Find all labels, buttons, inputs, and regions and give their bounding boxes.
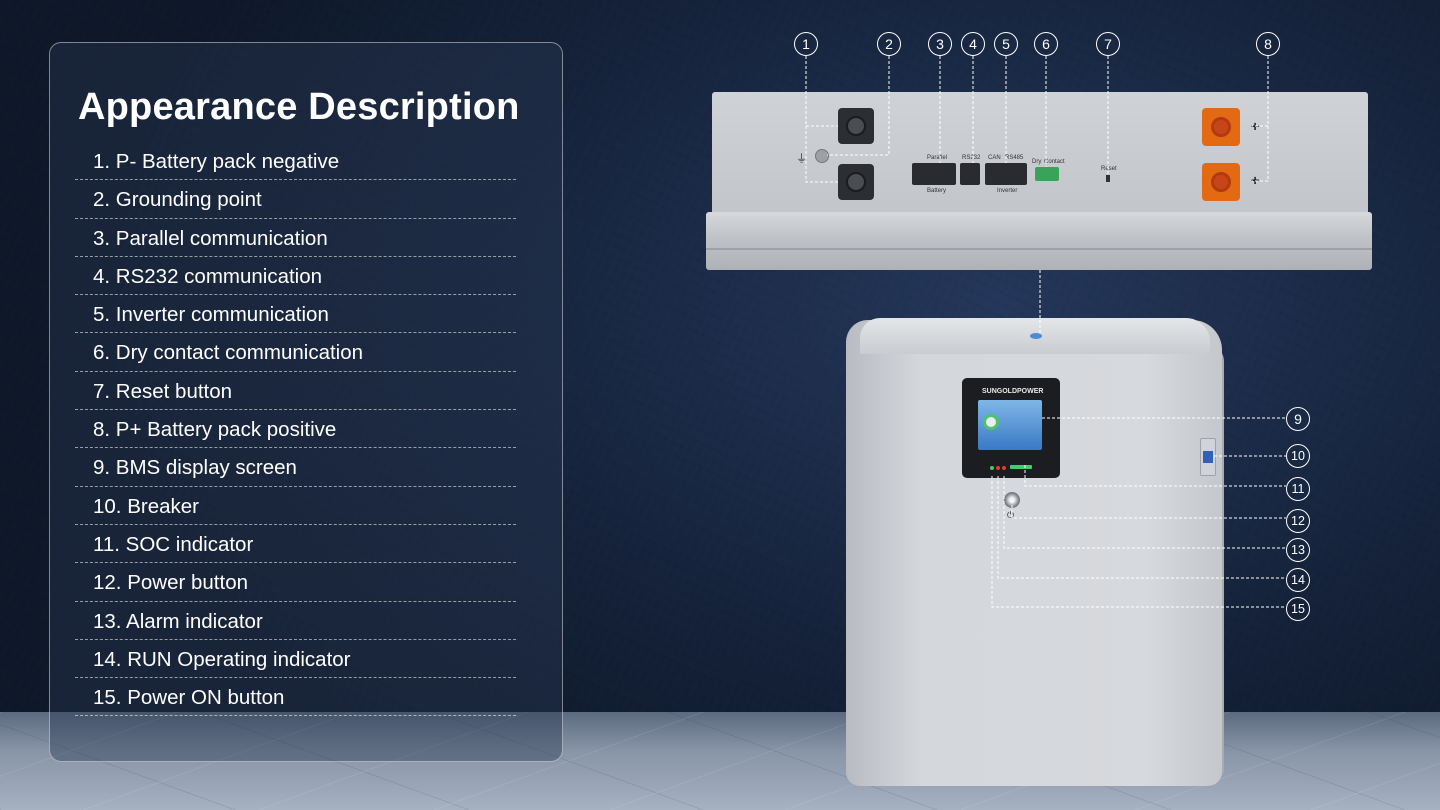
- soc-gauge-icon: [983, 414, 999, 430]
- alarm-led: [1002, 466, 1006, 470]
- power-icon: ⏻: [1007, 510, 1015, 520]
- description-list: 1. P- Battery pack negative 2. Grounding…: [75, 142, 516, 717]
- list-item: 8. P+ Battery pack positive: [75, 410, 516, 449]
- list-item: 5. Inverter communication: [75, 295, 516, 334]
- list-item: 13. Alarm indicator: [75, 602, 516, 640]
- list-item: 1. P- Battery pack negative: [75, 142, 516, 181]
- callout-8: 8: [1256, 32, 1280, 56]
- top-indicator-dot: [1030, 333, 1042, 339]
- rs232-port: [960, 163, 980, 185]
- list-item: 3. Parallel communication: [75, 219, 516, 257]
- list-item: 15. Power ON button: [75, 678, 516, 717]
- parallel-port: [912, 163, 956, 185]
- callout-10: 10: [1286, 444, 1310, 468]
- callout-1: 1: [794, 32, 818, 56]
- list-item: 9. BMS display screen: [75, 448, 516, 487]
- rail-divider: [706, 248, 1372, 250]
- dry-label: Dry: [1032, 159, 1042, 165]
- callout-6: 6: [1034, 32, 1058, 56]
- alarm-led: [996, 466, 1000, 470]
- callout-15: 15: [1286, 597, 1310, 621]
- battery-label: Battery: [927, 188, 947, 194]
- callout-4: 4: [961, 32, 985, 56]
- callout-5: 5: [994, 32, 1018, 56]
- positive-terminal: [1202, 108, 1240, 146]
- list-item: 6. Dry contact communication: [75, 333, 516, 372]
- breaker-switch[interactable]: [1200, 438, 1216, 476]
- inverter-port: [985, 163, 1027, 185]
- battery-bottom-rail: [706, 212, 1372, 270]
- ground-icon: ⏚: [796, 153, 807, 165]
- dry-contact-port: [1035, 167, 1059, 181]
- grounding-screw: [815, 149, 829, 163]
- list-item: 14. RUN Operating indicator: [75, 640, 516, 679]
- callout-3: 3: [928, 32, 952, 56]
- negative-terminal: [838, 164, 874, 200]
- callout-11: 11: [1286, 477, 1310, 501]
- negative-terminal: [838, 108, 874, 144]
- list-item: 7. Reset button: [75, 372, 516, 411]
- can-label: CAN: [988, 155, 1001, 161]
- callout-12: 12: [1286, 509, 1310, 533]
- list-item: 2. Grounding point: [75, 180, 516, 219]
- brand-logo: SUNGOLDPOWER: [982, 388, 1044, 395]
- callout-2: 2: [877, 32, 901, 56]
- reset-button[interactable]: [1106, 175, 1110, 182]
- callout-13: 13: [1286, 538, 1310, 562]
- contact-label: Contact: [1044, 159, 1065, 165]
- rs232-label: RS232: [962, 155, 981, 161]
- plus-sign: +: [1251, 172, 1260, 188]
- run-led: [990, 466, 994, 470]
- inverter-label: Inverter: [997, 188, 1018, 194]
- positive-terminal: [1202, 163, 1240, 201]
- panel-title: Appearance Description: [78, 86, 520, 128]
- callout-7: 7: [1096, 32, 1120, 56]
- list-item: 11. SOC indicator: [75, 525, 516, 564]
- parallel-label: Parallel: [927, 155, 948, 161]
- description-panel: [49, 42, 563, 762]
- callout-14: 14: [1286, 568, 1310, 592]
- list-item: 12. Power button: [75, 563, 516, 602]
- callout-9: 9: [1286, 407, 1310, 431]
- list-item: 10. Breaker: [75, 487, 516, 525]
- rs485-label: RS485: [1005, 155, 1024, 161]
- list-item: 4. RS232 communication: [75, 257, 516, 296]
- soc-indicator: [1010, 465, 1032, 469]
- reset-label: Reset: [1101, 166, 1117, 172]
